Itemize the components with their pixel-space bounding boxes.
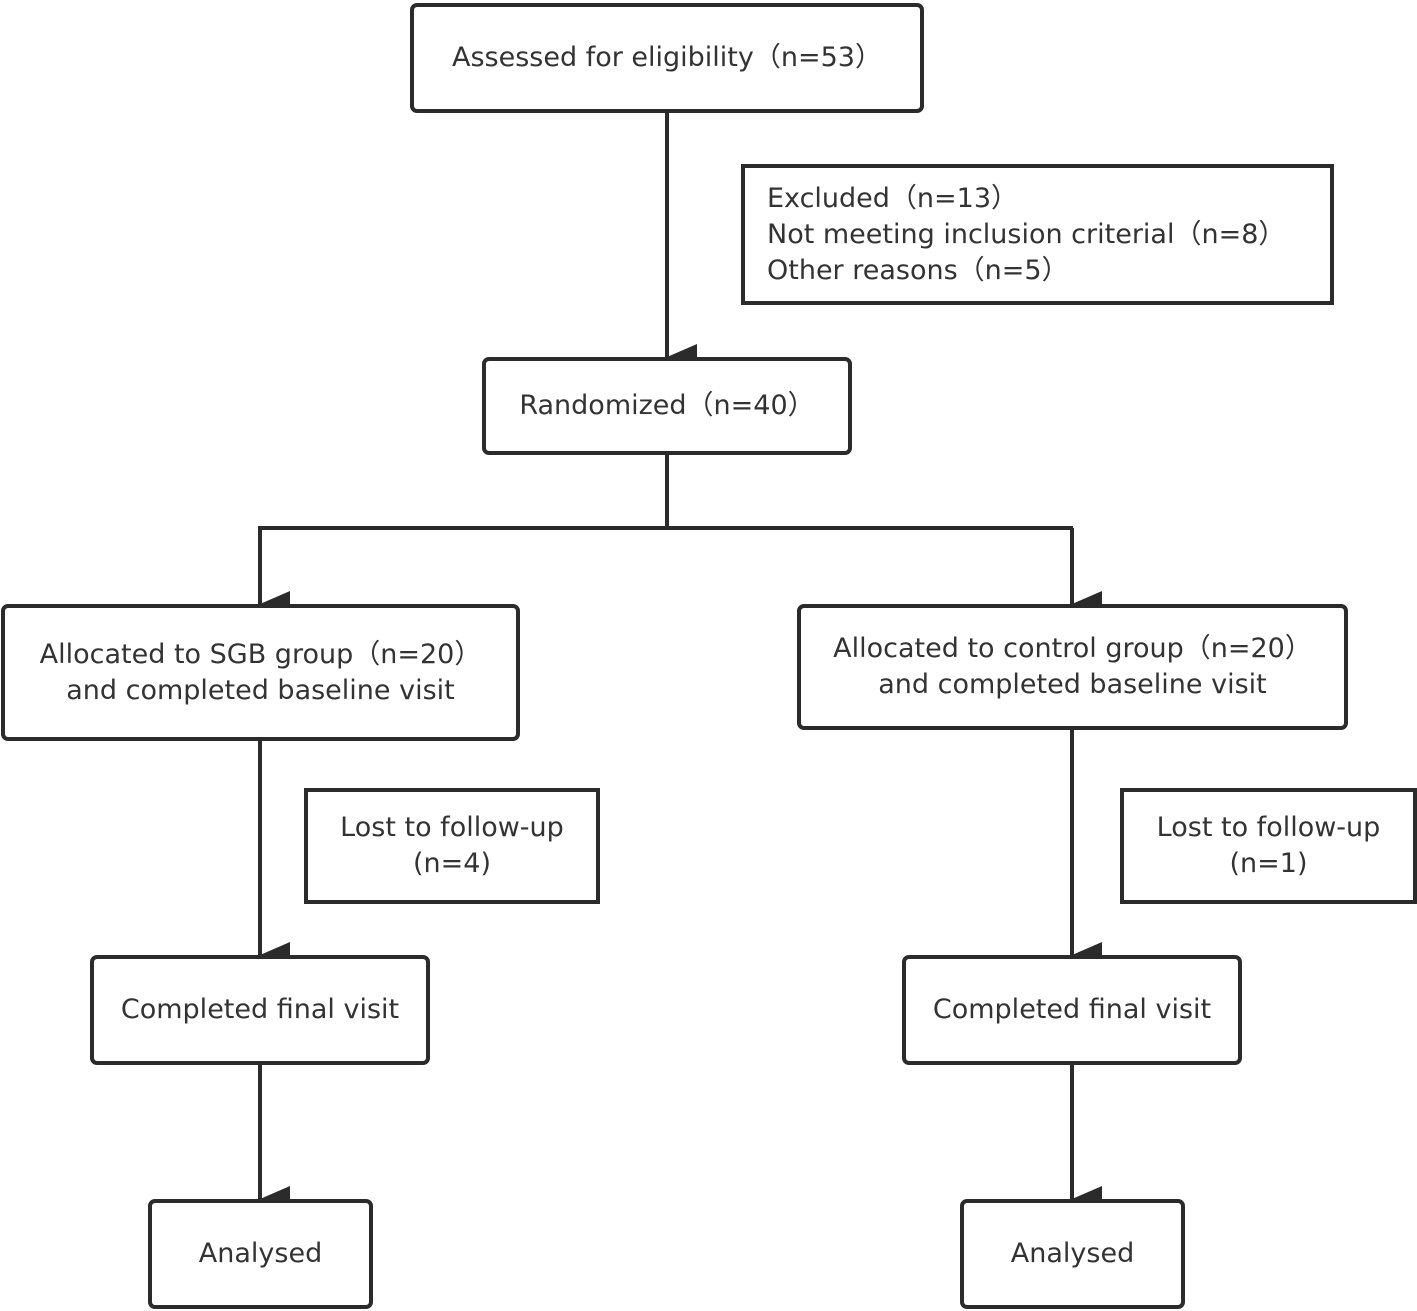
excluded-line-3: Other reasons（n=5）: [767, 254, 1069, 286]
excluded-lines: Excluded（n=13） Not meeting inclusion cri…: [767, 181, 1285, 289]
sgb-group-line-1: Allocated to SGB group（n=20）: [39, 638, 482, 670]
sgb-group-line-2: and completed baseline visit: [66, 674, 455, 706]
assessed-box: Assessed for eligibility（n=53）: [410, 3, 924, 113]
excluded-line-2: Not meeting inclusion criterial（n=8）: [767, 218, 1286, 250]
analysed-left-label: Analysed: [198, 1238, 323, 1269]
analysed-right-label: Analysed: [1010, 1238, 1135, 1269]
excluded-box: Excluded（n=13） Not meeting inclusion cri…: [741, 164, 1334, 305]
control-group-line-2: and completed baseline visit: [878, 669, 1267, 700]
assessed-label: Assessed for eligibility（n=53）: [452, 42, 882, 73]
sgb-group-box: Allocated to SGB group（n=20） and complet…: [1, 604, 520, 741]
completed-final-right-label: Completed final visit: [932, 994, 1212, 1025]
randomized-box: Randomized（n=40）: [482, 357, 852, 455]
lost-left-line-2: (n=4): [413, 848, 491, 879]
completed-final-left-box: Completed final visit: [90, 955, 430, 1065]
randomized-label: Randomized（n=40）: [519, 390, 815, 421]
analysed-right-box: Analysed: [960, 1199, 1185, 1309]
completed-final-left-label: Completed final visit: [120, 994, 400, 1025]
excluded-line-1: Excluded（n=13）: [767, 182, 1019, 214]
completed-final-right-box: Completed final visit: [902, 955, 1242, 1065]
control-group-box: Allocated to control group（n=20） and com…: [797, 604, 1348, 730]
lost-left-line-1: Lost to follow-up: [340, 812, 564, 843]
control-group-line-1: Allocated to control group（n=20）: [833, 633, 1312, 664]
analysed-left-box: Analysed: [148, 1199, 373, 1309]
sgb-group-lines: Allocated to SGB group（n=20） and complet…: [40, 637, 482, 709]
lost-right-lines: Lost to follow-up (n=1): [1157, 810, 1381, 882]
lost-right-line-1: Lost to follow-up: [1156, 812, 1381, 843]
lost-to-follow-up-right-box: Lost to follow-up (n=1): [1120, 788, 1417, 904]
lost-right-line-2: (n=1): [1229, 848, 1308, 879]
lost-left-lines: Lost to follow-up (n=4): [340, 810, 564, 882]
control-group-lines: Allocated to control group（n=20） and com…: [833, 631, 1312, 703]
lost-to-follow-up-left-box: Lost to follow-up (n=4): [304, 788, 600, 904]
